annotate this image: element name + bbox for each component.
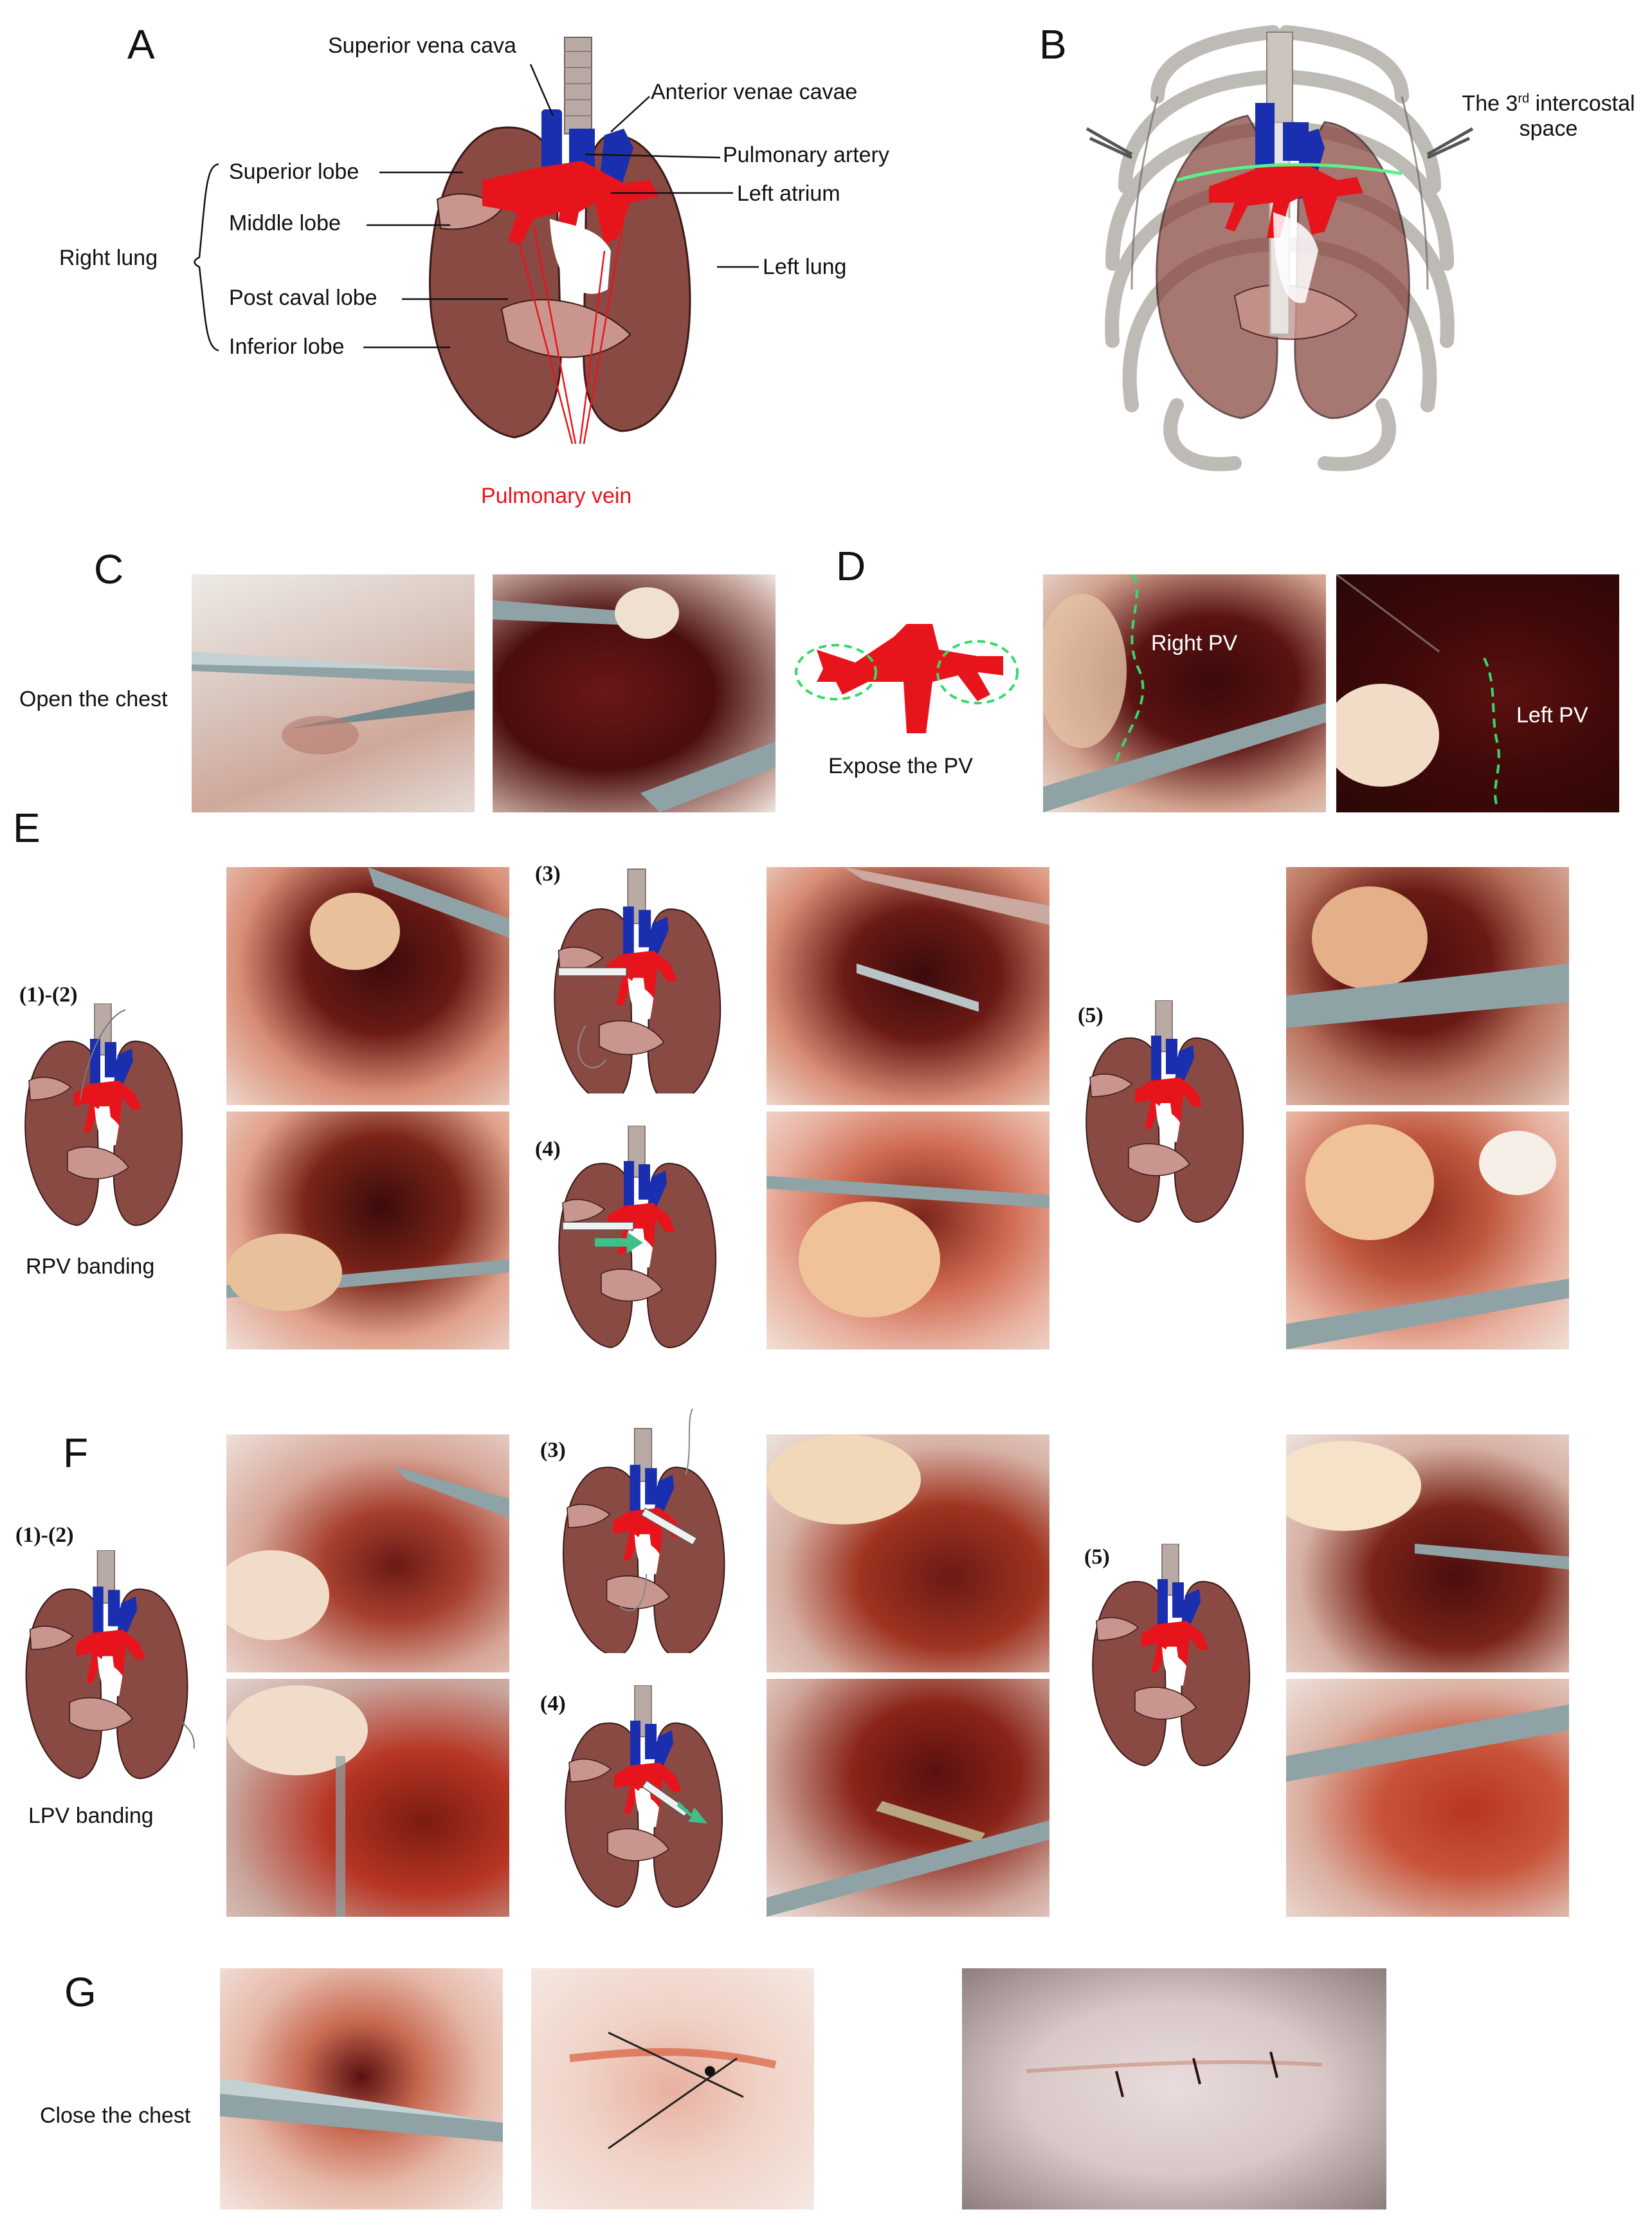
photo-open-chest-1	[192, 574, 475, 812]
photo-f-step2	[226, 1679, 509, 1917]
label-intercostal-space: The 3rd intercostal space	[1452, 91, 1645, 142]
photo-right-pv: Right PV	[1043, 574, 1326, 812]
photo-f-step3	[767, 1434, 1049, 1672]
label-intercostal-superscript: rd	[1518, 91, 1530, 106]
photo-f-step5b	[1286, 1679, 1569, 1917]
photo-f-step1	[226, 1434, 509, 1672]
step-e-1-2: (1)-(2)	[19, 983, 78, 1007]
label-intercostal-suffix: intercostal	[1529, 91, 1635, 116]
mini-diagram-e-step1-2	[13, 1003, 193, 1229]
caption-close-the-chest: Close the chest	[40, 2103, 191, 2128]
mini-diagram-f-step4	[553, 1685, 733, 1910]
photo-e-step1	[226, 867, 509, 1105]
label-left-pv: Left PV	[1516, 703, 1588, 727]
lung-heart-anatomy-diagram	[412, 32, 701, 450]
label-superior-lobe: Superior lobe	[229, 160, 359, 184]
label-left-lung: Left lung	[763, 255, 847, 279]
photo-e-step3	[767, 867, 1049, 1105]
mini-diagram-f-step3	[553, 1409, 733, 1653]
panel-label-c: C	[94, 546, 124, 592]
photo-f-step4	[767, 1679, 1049, 1917]
panel-label-a: A	[127, 21, 155, 68]
photo-e-step5a	[1286, 867, 1569, 1105]
caption-rpv-banding: RPV banding	[26, 1254, 155, 1279]
label-left-atrium: Left atrium	[737, 181, 840, 206]
label-superior-vena-cava: Superior vena cava	[328, 33, 516, 58]
pv-schematic-diagram	[791, 611, 1022, 740]
label-right-lung: Right lung	[59, 246, 158, 270]
step-e-3: (3)	[535, 862, 561, 886]
caption-expose-the-pv: Expose the PV	[828, 754, 973, 778]
label-middle-lobe: Middle lobe	[229, 211, 341, 235]
step-e-4: (4)	[535, 1137, 561, 1161]
panel-a-leader-lines	[194, 64, 759, 352]
photo-e-step5b	[1286, 1112, 1569, 1349]
panel-label-e: E	[13, 805, 41, 851]
photo-g-close-1	[220, 1968, 503, 2209]
step-f-1-2: (1)-(2)	[15, 1523, 74, 1547]
mini-diagram-e-step5	[1074, 1000, 1254, 1225]
photo-open-chest-2	[493, 574, 776, 812]
label-anterior-venae-cavae: Anterior venae cavae	[651, 80, 858, 104]
label-post-caval-lobe: Post caval lobe	[229, 286, 377, 310]
label-intercostal-line2: space	[1519, 116, 1578, 141]
panel-label-d: D	[836, 543, 866, 589]
photo-e-step4	[767, 1112, 1049, 1349]
step-f-3: (3)	[540, 1438, 566, 1462]
mini-diagram-f-step1-2	[13, 1550, 206, 1782]
label-inferior-lobe: Inferior lobe	[229, 334, 345, 359]
caption-lpv-banding: LPV banding	[28, 1804, 154, 1828]
photo-f-step5a	[1286, 1434, 1569, 1672]
label-pulmonary-artery: Pulmonary artery	[723, 143, 889, 167]
photo-e-step2	[226, 1112, 509, 1349]
panel-label-g: G	[64, 1969, 96, 2015]
label-intercostal-prefix: The 3	[1462, 91, 1518, 116]
photo-left-pv: Left PV	[1336, 574, 1619, 812]
step-e-5: (5)	[1078, 1003, 1103, 1027]
photo-g-close-3	[962, 1968, 1386, 2209]
panel-label-b: B	[1039, 21, 1067, 68]
step-f-5: (5)	[1084, 1545, 1110, 1569]
label-pulmonary-vein: Pulmonary vein	[481, 484, 632, 508]
step-f-4: (4)	[540, 1692, 566, 1715]
mini-diagram-f-step5	[1080, 1544, 1260, 1769]
panel-label-f: F	[63, 1430, 89, 1476]
photo-g-close-2	[531, 1968, 814, 2209]
mini-diagram-e-step4	[547, 1126, 727, 1351]
label-right-pv: Right PV	[1151, 631, 1238, 655]
caption-open-the-chest: Open the chest	[19, 687, 168, 711]
thorax-ribcage-diagram	[1080, 19, 1479, 482]
mini-diagram-e-step3	[547, 855, 727, 1093]
